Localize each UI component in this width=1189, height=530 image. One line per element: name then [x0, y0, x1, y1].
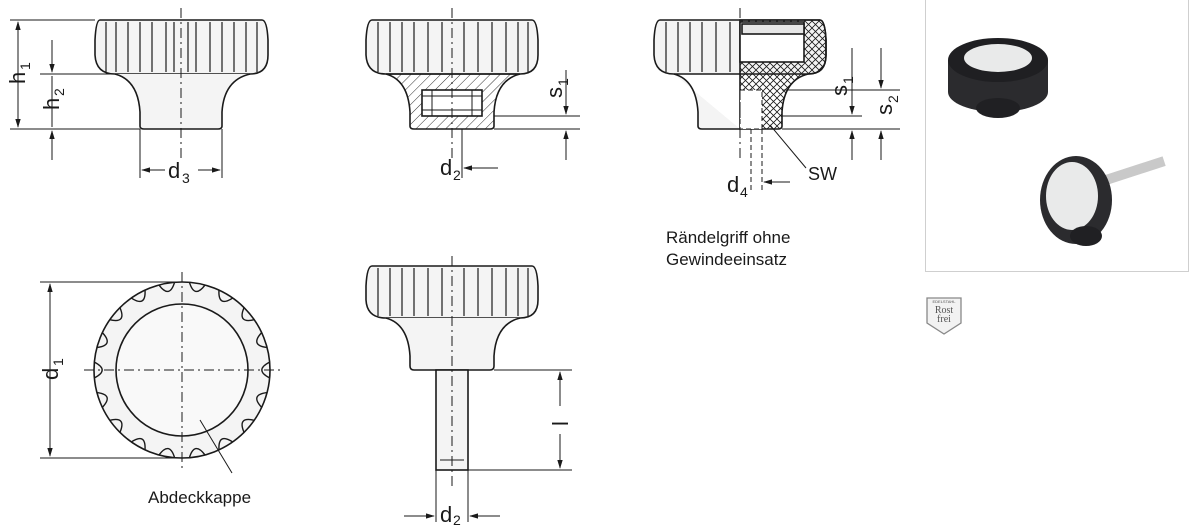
knurl-scallop: [158, 282, 176, 293]
label-d4: d: [727, 172, 739, 197]
product-photo: [925, 0, 1189, 272]
label-cap: Abdeckkappe: [148, 488, 251, 507]
knurl-scallop: [109, 418, 123, 433]
knurl-scallop: [256, 391, 268, 408]
label-h2: h: [39, 98, 64, 110]
label-d2-a-sub: 2: [453, 167, 461, 183]
label-d3: d: [168, 158, 180, 183]
knurl-scallop: [96, 332, 108, 349]
label-d2-a: d: [440, 155, 452, 180]
label-s2: s: [872, 104, 897, 115]
badge-top: EDELSTAHL: [932, 299, 956, 304]
badge-line-2: frei: [937, 314, 951, 325]
label-h1-sub: 1: [17, 62, 33, 70]
stainless-steel-badge: EDELSTAHL Rost frei: [926, 297, 962, 335]
section-view-insert: [365, 8, 580, 178]
top-view: [40, 272, 280, 474]
knurl-scallop: [261, 361, 270, 379]
knurl-scallop: [188, 447, 206, 458]
knurl-scallop: [241, 418, 255, 433]
knurl-scallop: [130, 437, 146, 450]
label-s1-b: s: [827, 85, 852, 96]
label-d2-b-sub: 2: [453, 512, 461, 525]
label-d1-sub: 1: [50, 358, 66, 366]
stud-view: [365, 256, 572, 522]
label-s1-b-sub: 1: [840, 76, 856, 84]
knurl-scallop: [218, 290, 234, 303]
label-d1: d: [38, 368, 63, 380]
knurl-scallop: [130, 290, 146, 303]
label-l: l: [548, 421, 573, 426]
knurl-scallop: [94, 361, 103, 379]
label-s2-sub: 2: [885, 95, 901, 103]
label-d2-b: d: [440, 502, 452, 525]
label-s1-a: s: [542, 87, 567, 98]
side-view-dimensions: [10, 8, 269, 178]
label-d3-sub: 3: [182, 170, 190, 186]
knurl-scallop: [218, 437, 234, 450]
knurl-scallop: [241, 307, 255, 322]
badge-line-1: Rost: [935, 305, 954, 316]
knurl-scallop: [109, 307, 123, 322]
label-h2-sub: 2: [51, 88, 67, 96]
label-h1: h: [5, 72, 30, 84]
knurl-scallop: [158, 447, 176, 458]
knurl-scallop: [188, 282, 206, 293]
half-section-view: [653, 8, 900, 190]
knurl-scallop: [256, 332, 268, 349]
caption-line-1: Rändelgriff ohne: [666, 228, 790, 247]
knurl-scallop: [96, 391, 108, 408]
label-s1-a-sub: 1: [555, 78, 571, 86]
label-sw: SW: [808, 164, 837, 184]
label-d4-sub: 4: [740, 184, 748, 200]
caption-line-2: Gewindeeinsatz: [666, 250, 787, 269]
